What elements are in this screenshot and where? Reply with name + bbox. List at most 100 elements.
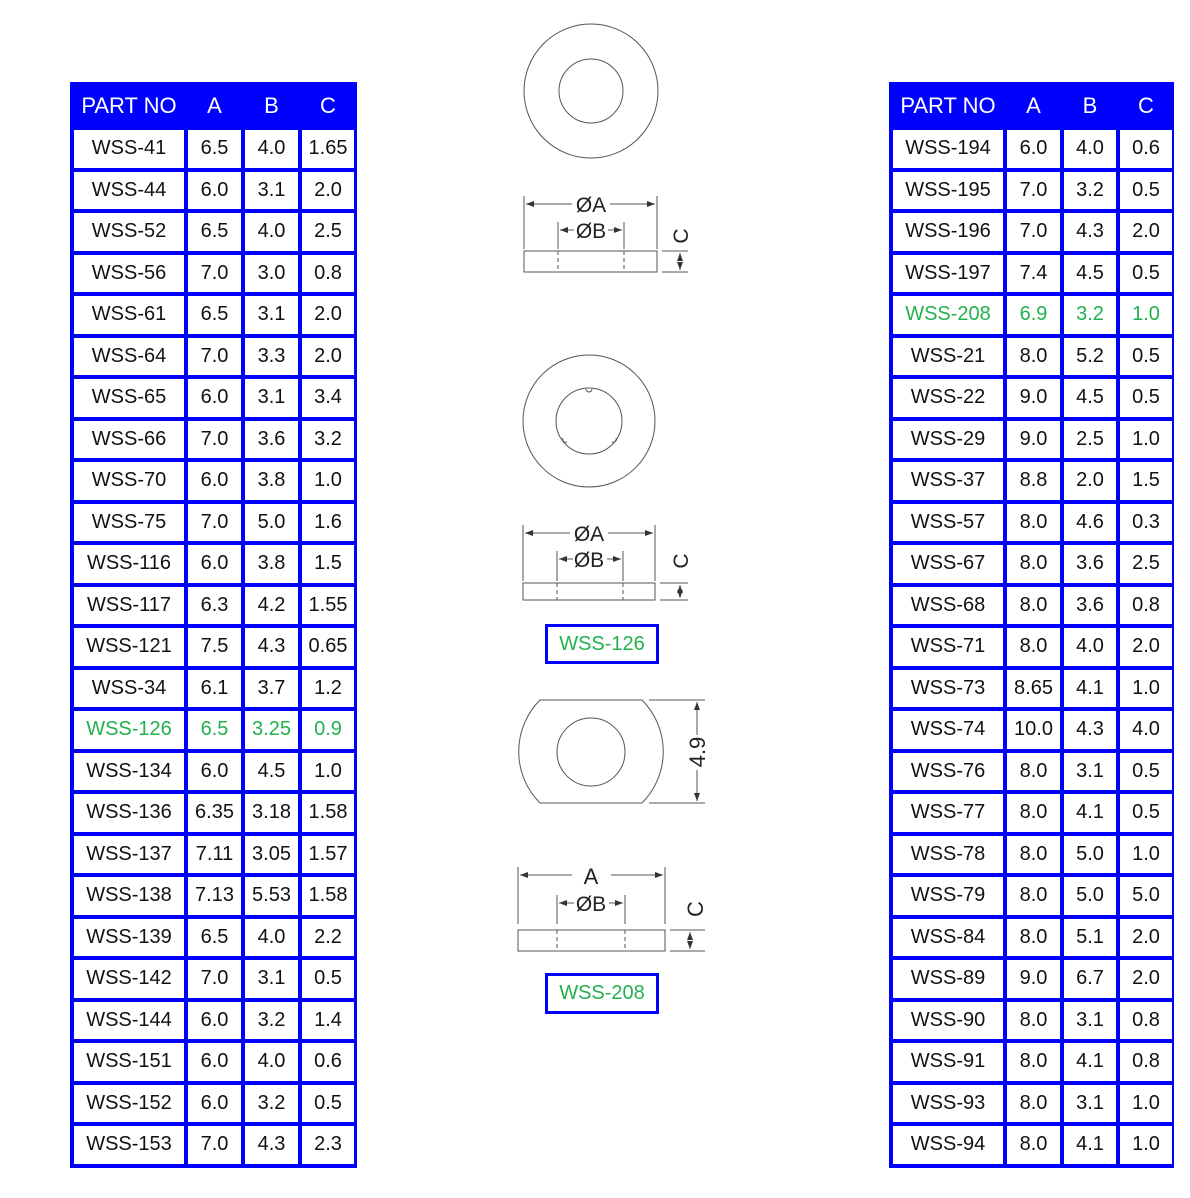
dimension-a-cell: 8.0 [1007, 794, 1060, 832]
dimension-a-cell: 9.0 [1007, 420, 1060, 458]
dimension-c-cell: 0.5 [302, 1084, 354, 1122]
part-no-cell: WSS-89 [893, 960, 1003, 998]
dim-c-label: C [670, 228, 693, 243]
dimension-b-cell: 4.0 [1064, 130, 1116, 168]
dimension-b-cell: 3.8 [245, 462, 298, 500]
dimension-b-cell: 3.2 [1064, 296, 1116, 334]
part-no-cell: WSS-138 [74, 877, 184, 915]
dimension-c-cell: 2.0 [1120, 918, 1172, 956]
dimension-a-cell: 8.8 [1007, 462, 1060, 500]
dimension-b-cell: 3.05 [245, 835, 298, 873]
dimension-a-cell: 8.0 [1007, 1084, 1060, 1122]
part-no-cell: WSS-52 [74, 213, 184, 251]
part-no-cell: WSS-78 [893, 835, 1003, 873]
dimension-a-cell: 6.0 [188, 462, 241, 500]
dimension-a-cell: 6.0 [188, 1043, 241, 1081]
dimension-b-cell: 4.5 [245, 752, 298, 790]
washer-drawing-wss-126: ØA ØB C [522, 354, 693, 601]
dimension-c-cell: 0.5 [1120, 337, 1172, 375]
part-no-cell: WSS-137 [74, 835, 184, 873]
dimension-a-cell: 7.11 [188, 835, 241, 873]
dimension-c-cell: 1.0 [302, 462, 354, 500]
dimension-a-cell: 6.0 [188, 545, 241, 583]
part-no-cell: WSS-41 [74, 130, 184, 168]
dimension-c-cell: 3.2 [302, 420, 354, 458]
part-no-cell: WSS-152 [74, 1084, 184, 1122]
dimension-b-cell: 4.5 [1064, 254, 1116, 292]
dimension-b-cell: 4.5 [1064, 379, 1116, 417]
column-header-part-no: PART NO [893, 86, 1003, 126]
dimension-c-cell: 0.5 [1120, 171, 1172, 209]
part-no-cell: WSS-65 [74, 379, 184, 417]
dimension-b-cell: 3.2 [245, 1084, 298, 1122]
dimension-a-cell: 6.1 [188, 669, 241, 707]
part-no-cell: WSS-139 [74, 918, 184, 956]
dimension-c-cell: 0.3 [1120, 503, 1172, 541]
dimension-c-cell: 0.5 [302, 960, 354, 998]
dimension-b-cell: 3.1 [1064, 1084, 1116, 1122]
dimension-c-cell: 2.0 [302, 337, 354, 375]
dimension-c-cell: 0.8 [302, 254, 354, 292]
part-no-cell: WSS-116 [74, 545, 184, 583]
part-no-cell: WSS-73 [893, 669, 1003, 707]
dimension-a-cell: 7.0 [188, 254, 241, 292]
dimension-a-cell: 8.0 [1007, 877, 1060, 915]
dimension-c-cell: 1.0 [302, 752, 354, 790]
dimension-b-cell: 4.1 [1064, 1043, 1116, 1081]
dimension-a-cell: 7.13 [188, 877, 241, 915]
dimension-c-cell: 2.0 [1120, 960, 1172, 998]
dimension-b-cell: 3.7 [245, 669, 298, 707]
column-header-a: A [188, 86, 241, 126]
dim-b-label: ØB [576, 893, 606, 916]
dimension-c-cell: 0.6 [1120, 130, 1172, 168]
part-no-cell: WSS-34 [74, 669, 184, 707]
dimension-a-cell: 10.0 [1007, 711, 1060, 749]
dimension-b-cell: 4.3 [1064, 213, 1116, 251]
dimension-a-cell: 7.5 [188, 628, 241, 666]
dimension-a-cell: 8.0 [1007, 1043, 1060, 1081]
part-no-cell: WSS-196 [893, 213, 1003, 251]
dimension-a-cell: 9.0 [1007, 960, 1060, 998]
dimension-b-cell: 3.1 [245, 379, 298, 417]
dimension-b-cell: 6.7 [1064, 960, 1116, 998]
dimension-c-cell: 4.0 [1120, 711, 1172, 749]
dimension-b-cell: 3.1 [245, 171, 298, 209]
dimension-c-cell: 2.5 [302, 213, 354, 251]
dimension-b-cell: 4.1 [1064, 794, 1116, 832]
dimension-b-cell: 4.0 [245, 1043, 298, 1081]
column-header-b: B [245, 86, 298, 126]
dimension-a-cell: 6.0 [188, 171, 241, 209]
part-no-cell: WSS-67 [893, 545, 1003, 583]
dimension-a-cell: 8.0 [1007, 503, 1060, 541]
dimension-c-cell: 3.4 [302, 379, 354, 417]
dimension-c-cell: 1.4 [302, 1001, 354, 1039]
dimension-a-cell: 7.0 [188, 420, 241, 458]
dimension-a-cell: 8.65 [1007, 669, 1060, 707]
dim-b-label: ØB [576, 220, 606, 243]
dimension-a-cell: 6.0 [1007, 130, 1060, 168]
part-no-cell: WSS-21 [893, 337, 1003, 375]
dim-a-label: A [584, 864, 599, 889]
dimension-b-cell: 3.2 [1064, 171, 1116, 209]
dimension-b-cell: 2.5 [1064, 420, 1116, 458]
dimension-c-cell: 0.5 [1120, 752, 1172, 790]
dimension-b-cell: 4.0 [245, 918, 298, 956]
part-no-cell: WSS-79 [893, 877, 1003, 915]
dimension-b-cell: 4.1 [1064, 669, 1116, 707]
part-no-cell: WSS-22 [893, 379, 1003, 417]
dim-a-label: ØA [574, 523, 604, 546]
dimension-c-cell: 1.65 [302, 130, 354, 168]
dimension-a-cell: 7.0 [188, 960, 241, 998]
dimension-b-cell: 5.0 [245, 503, 298, 541]
dimension-b-cell: 4.3 [245, 628, 298, 666]
dimension-c-cell: 0.8 [1120, 1043, 1172, 1081]
column-header-part-no: PART NO [74, 86, 184, 126]
dimension-b-cell: 2.0 [1064, 462, 1116, 500]
dimension-b-cell: 5.53 [245, 877, 298, 915]
dim-height-label: 4.9 [685, 737, 710, 768]
dimension-a-cell: 6.0 [188, 379, 241, 417]
dim-c-label: C [670, 553, 693, 568]
part-no-cell: WSS-74 [893, 711, 1003, 749]
dimension-a-cell: 8.0 [1007, 628, 1060, 666]
part-no-cell: WSS-56 [74, 254, 184, 292]
